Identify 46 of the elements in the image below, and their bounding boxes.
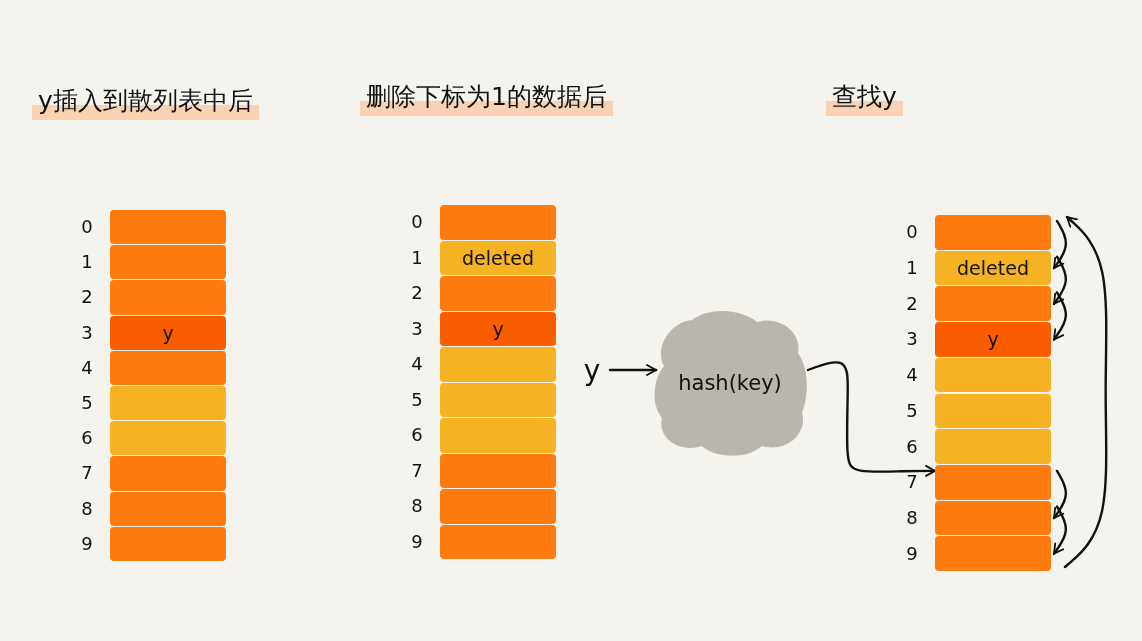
slot-index: 2 [80, 288, 94, 307]
slot-index: 7 [410, 461, 424, 480]
hash-function-text: hash(key) [678, 371, 782, 395]
slot-index: 5 [905, 401, 919, 420]
slot-index: 2 [410, 284, 424, 303]
slot-index: 0 [80, 218, 94, 237]
slot-index: 3 [410, 319, 424, 338]
slot-index: 9 [905, 544, 919, 563]
slot-value: deleted [957, 257, 1029, 280]
slot-index: 3 [80, 323, 94, 342]
slot-index: 3 [905, 330, 919, 349]
slot-index: 6 [905, 437, 919, 456]
arrow [608, 364, 658, 376]
slot-index: 6 [410, 426, 424, 445]
slot-value: y [492, 317, 504, 340]
slot-index: 9 [410, 532, 424, 551]
slot-value: y [987, 328, 999, 351]
input-key-text: y [583, 353, 601, 387]
arrow [806, 361, 937, 477]
slot-index: 7 [905, 473, 919, 492]
slot-index: 7 [80, 464, 94, 483]
slot-index: 0 [905, 223, 919, 242]
arrow [1063, 215, 1108, 569]
arrow [1052, 469, 1068, 520]
slot-index: 4 [80, 358, 94, 377]
arrow [1052, 219, 1068, 270]
slot-index: 5 [410, 390, 424, 409]
arrow [1052, 291, 1068, 341]
slot-value: y [162, 321, 174, 344]
slot-index: 4 [905, 366, 919, 385]
slot-index: 6 [80, 429, 94, 448]
slot-index: 1 [905, 259, 919, 278]
slot-value: deleted [462, 246, 534, 269]
slot-index: 1 [410, 248, 424, 267]
arrow [1052, 255, 1068, 305]
slot-index: 2 [905, 294, 919, 313]
hash-function-cloud [652, 308, 808, 458]
slot-index: 8 [905, 508, 919, 527]
slot-index: 1 [80, 253, 94, 272]
arrow [1052, 505, 1068, 555]
slot-index: 0 [410, 213, 424, 232]
slot-index: 8 [80, 499, 94, 518]
slot-index: 9 [80, 534, 94, 553]
slot-index: 8 [410, 497, 424, 516]
slot-index: 4 [410, 355, 424, 374]
slot-index: 5 [80, 394, 94, 413]
